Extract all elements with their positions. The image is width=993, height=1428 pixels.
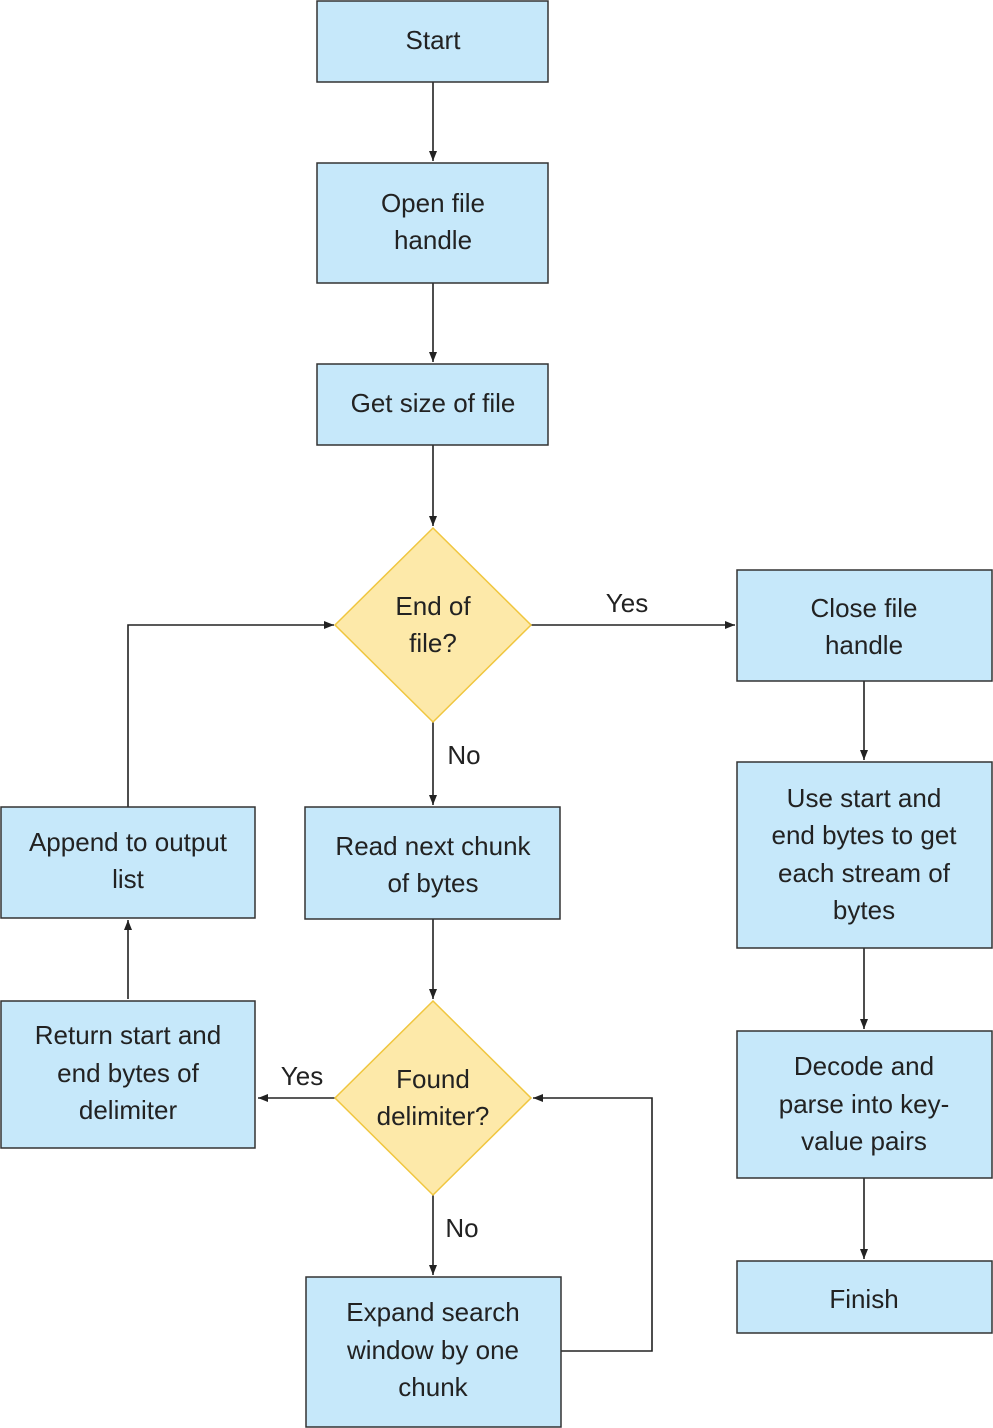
node-usebytes-label-line1: Use start and xyxy=(787,783,942,813)
edge-append-eof xyxy=(127,621,334,807)
node-read-label-line2: of bytes xyxy=(387,868,478,898)
node-return-label-line1: Return start and xyxy=(35,1020,221,1050)
node-expand-label-line3: chunk xyxy=(398,1372,468,1402)
decision-found-label-line1: Found xyxy=(396,1064,470,1094)
node-finish-label: Finish xyxy=(829,1284,898,1314)
edge-label-found-yes: Yes xyxy=(281,1061,323,1091)
node-decode-and-parse: Decode and parse into key- value pairs xyxy=(736,1030,993,1179)
node-read-next-chunk: Read next chunk of bytes xyxy=(304,806,561,920)
edge-label-eof-yes: Yes xyxy=(606,588,648,618)
node-size-label: Get size of file xyxy=(351,388,516,418)
node-expand-label-line1: Expand search xyxy=(346,1297,519,1327)
node-open-label-line1: Open file xyxy=(381,188,485,218)
node-decode-label-line1: Decode and xyxy=(794,1051,934,1081)
node-append-to-output-list: Append to output list xyxy=(0,806,256,919)
node-open-label-line2: handle xyxy=(394,225,472,255)
node-close-label-line1: Close file xyxy=(811,593,918,623)
node-return-start-end-bytes: Return start and end bytes of delimiter xyxy=(0,1000,256,1149)
decision-eof-label-line1: End of xyxy=(395,591,471,621)
node-start-label: Start xyxy=(406,25,462,55)
node-get-size-of-file: Get size of file xyxy=(316,363,549,446)
node-finish: Finish xyxy=(736,1260,993,1334)
edges xyxy=(124,82,868,1352)
decision-found-delimiter: Found delimiter? xyxy=(333,999,533,1197)
node-expand-label-line2: window by one xyxy=(346,1335,519,1365)
node-return-label-line2: end bytes of xyxy=(57,1058,199,1088)
node-use-start-end-bytes: Use start and end bytes to get each stre… xyxy=(736,761,993,949)
node-decode-label-line2: parse into key- xyxy=(779,1089,950,1119)
node-decode-label-line3: value pairs xyxy=(801,1126,927,1156)
node-append-label-line2: list xyxy=(112,864,145,894)
node-open-file-handle: Open file handle xyxy=(316,162,549,284)
decision-found-label-line2: delimiter? xyxy=(377,1101,490,1131)
node-return-label-line3: delimiter xyxy=(79,1095,178,1125)
decision-eof-label-line2: file? xyxy=(409,628,457,658)
node-start: Start xyxy=(316,0,549,83)
edge-expand-found xyxy=(533,1094,653,1352)
edge-label-found-no: No xyxy=(445,1213,478,1243)
node-expand-search-window: Expand search window by one chunk xyxy=(305,1276,562,1428)
node-close-label-line2: handle xyxy=(825,630,903,660)
node-usebytes-label-line2: end bytes to get xyxy=(771,820,957,850)
decision-end-of-file: End of file? xyxy=(333,526,533,724)
edge-label-eof-no: No xyxy=(447,740,480,770)
node-read-label-line1: Read next chunk xyxy=(335,831,531,861)
node-usebytes-label-line4: bytes xyxy=(833,895,895,925)
node-close-file-handle: Close file handle xyxy=(736,569,993,682)
node-usebytes-label-line3: each stream of xyxy=(778,858,951,888)
node-append-label-line1: Append to output xyxy=(29,827,228,857)
